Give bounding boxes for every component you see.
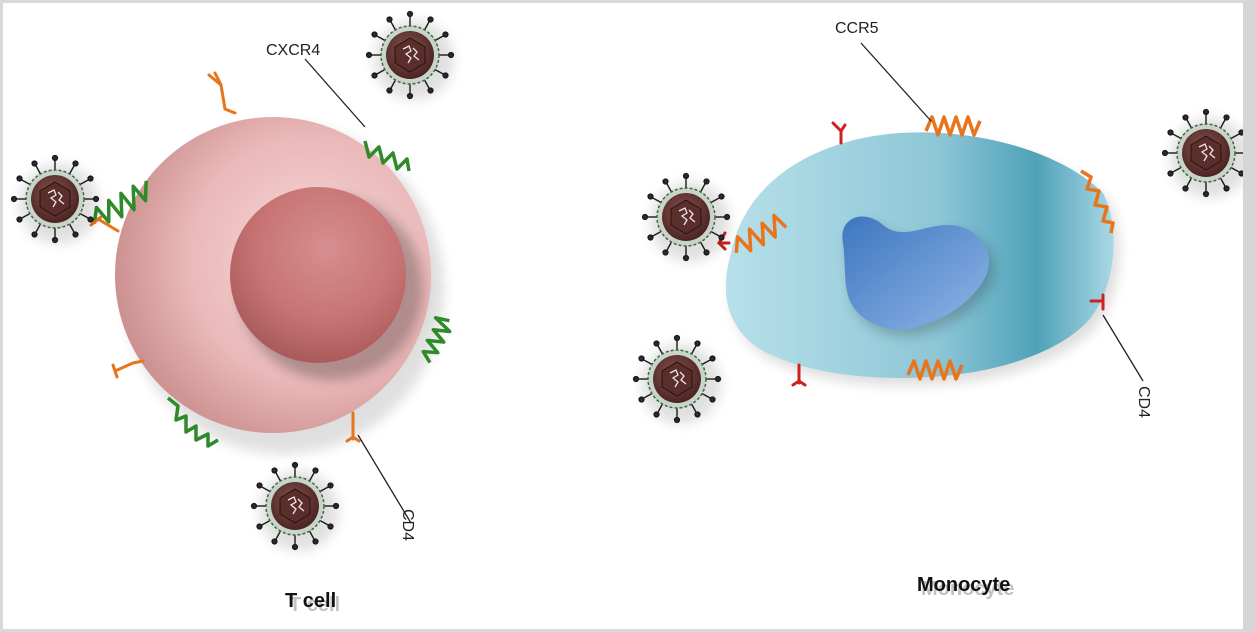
monocyte	[725, 132, 1120, 386]
cd4-label-t-cell: CD4	[399, 509, 416, 541]
hiv-virion	[643, 174, 730, 262]
cd4-marker	[111, 359, 145, 379]
hiv-virion	[12, 156, 99, 244]
cd4-t-cell	[89, 71, 361, 443]
t-cell-caption-shadow: T cell	[289, 594, 340, 616]
monocyte-caption-shadow: Monocyte	[921, 578, 1014, 600]
cd4-label-monocyte: CD4	[1135, 386, 1152, 418]
cxcr4-receptors	[92, 140, 452, 448]
t-cell	[115, 117, 444, 454]
pointer-lines	[304, 42, 1144, 524]
hiv-virion	[1163, 110, 1243, 198]
cd4-marker	[345, 411, 361, 443]
cxcr4-label: CXCR4	[266, 42, 320, 59]
hiv-coreceptor-diagram: CXCR4 CCR5 CD4 CD4 T cell T cell Monocyt…	[3, 3, 1243, 616]
monocyte-nucleus	[842, 216, 990, 330]
ccr5-receptor	[734, 213, 788, 254]
ccr5-receptor	[906, 359, 964, 381]
cd4-marker	[831, 121, 847, 145]
monocyte-caption: Monocyte	[917, 574, 1010, 596]
ccr5-receptor	[1080, 169, 1115, 234]
t-cell-caption: T cell	[285, 590, 336, 612]
hiv-virion	[367, 12, 454, 100]
cxcr4-receptor	[363, 140, 411, 172]
cxcr4-receptor	[166, 396, 219, 448]
t-cell-nucleus	[230, 187, 406, 363]
cd4-marker	[207, 71, 237, 115]
cd4-marker	[791, 363, 807, 387]
hiv-virion	[252, 463, 339, 551]
ccr5-label: CCR5	[835, 20, 879, 37]
cxcr4-receptor	[92, 180, 148, 224]
ccr5-receptors	[734, 115, 1115, 381]
cxcr4-receptor	[421, 316, 452, 364]
ccr5-receptor	[924, 115, 982, 137]
hiv-virion	[634, 336, 721, 424]
cd4-marker	[1089, 293, 1105, 311]
